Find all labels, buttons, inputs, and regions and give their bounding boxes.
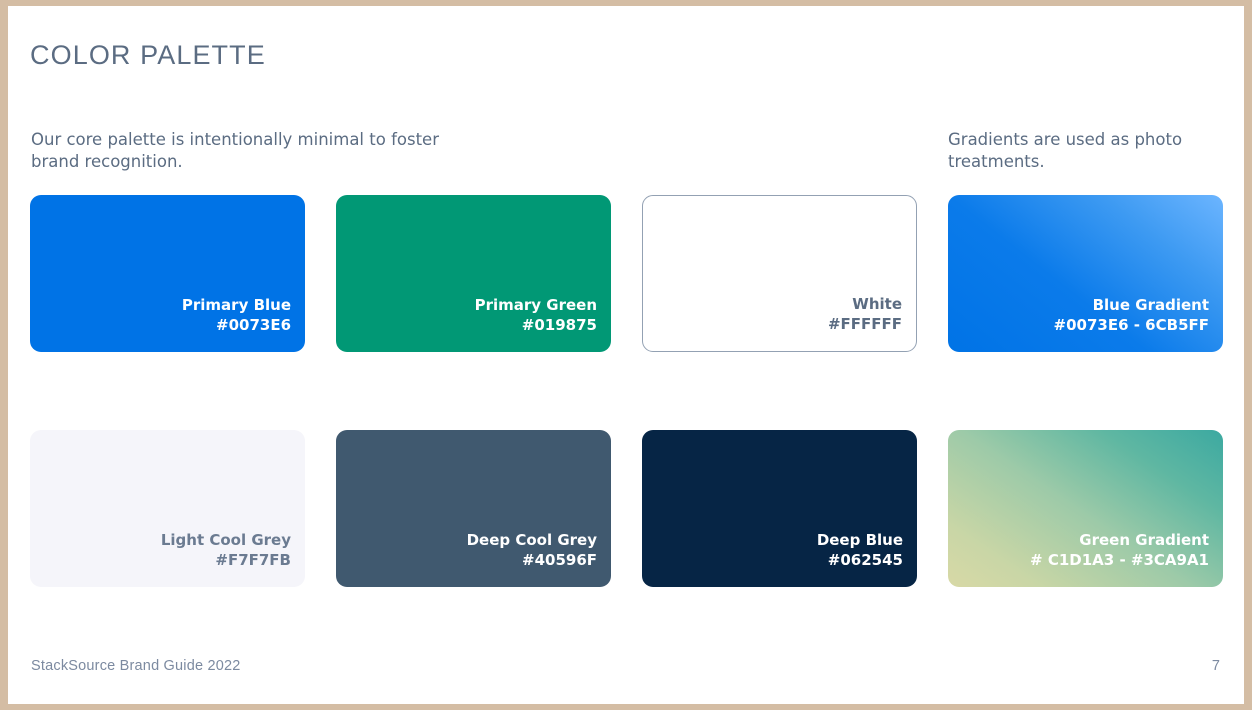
intro-paragraph-left: Our core palette is intentionally minima… [31, 130, 439, 171]
swatch-name: Light Cool Grey [160, 531, 291, 549]
slide-canvas: COLOR PALETTE Our core palette is intent… [8, 6, 1244, 704]
swatch-name: Blue Gradient [1092, 296, 1209, 314]
color-swatch-grid: Primary Blue #0073E6 Primary Green #0198… [30, 195, 1226, 665]
swatch-row-primary: Primary Blue #0073E6 Primary Green #0198… [30, 195, 1226, 352]
swatch-blue-gradient[interactable]: Blue Gradient #0073E6 - 6CB5FF [948, 195, 1223, 352]
swatch-hex: # C1D1A3 - #3CA9A1 [1030, 551, 1209, 569]
swatch-green-gradient[interactable]: Green Gradient # C1D1A3 - #3CA9A1 [948, 430, 1223, 587]
swatch-hex: #F7F7FB [215, 551, 291, 569]
swatch-name: Deep Blue [816, 531, 903, 549]
swatch-name: Primary Green [474, 296, 597, 314]
page-title: COLOR PALETTE [30, 40, 266, 70]
swatch-white[interactable]: White #FFFFFF [642, 195, 917, 352]
swatch-light-cool-grey[interactable]: Light Cool Grey #F7F7FB [30, 430, 305, 587]
intro-paragraph-right: Gradients are used as photo treatments. [948, 130, 1183, 171]
swatch-name: White [852, 295, 902, 313]
swatch-hex: #40596F [522, 551, 597, 569]
swatch-name: Deep Cool Grey [466, 531, 597, 549]
swatch-hex: #062545 [827, 551, 903, 569]
swatch-deep-blue[interactable]: Deep Blue #062545 [642, 430, 917, 587]
footer-brand-guide-label: StackSource Brand Guide 2022 [31, 658, 241, 674]
footer-page-number: 7 [1211, 658, 1220, 674]
swatch-name: Primary Blue [181, 296, 291, 314]
swatch-deep-cool-grey[interactable]: Deep Cool Grey #40596F [336, 430, 611, 587]
swatch-primary-blue[interactable]: Primary Blue #0073E6 [30, 195, 305, 352]
swatch-hex: #019875 [521, 316, 597, 334]
swatch-hex: #0073E6 [216, 316, 291, 334]
swatch-name: Green Gradient [1079, 531, 1209, 549]
swatch-hex: #FFFFFF [827, 315, 902, 333]
swatch-hex: #0073E6 - 6CB5FF [1053, 316, 1209, 334]
swatch-row-neutral: Light Cool Grey #F7F7FB Deep Cool Grey #… [30, 430, 1226, 587]
swatch-primary-green[interactable]: Primary Green #019875 [336, 195, 611, 352]
